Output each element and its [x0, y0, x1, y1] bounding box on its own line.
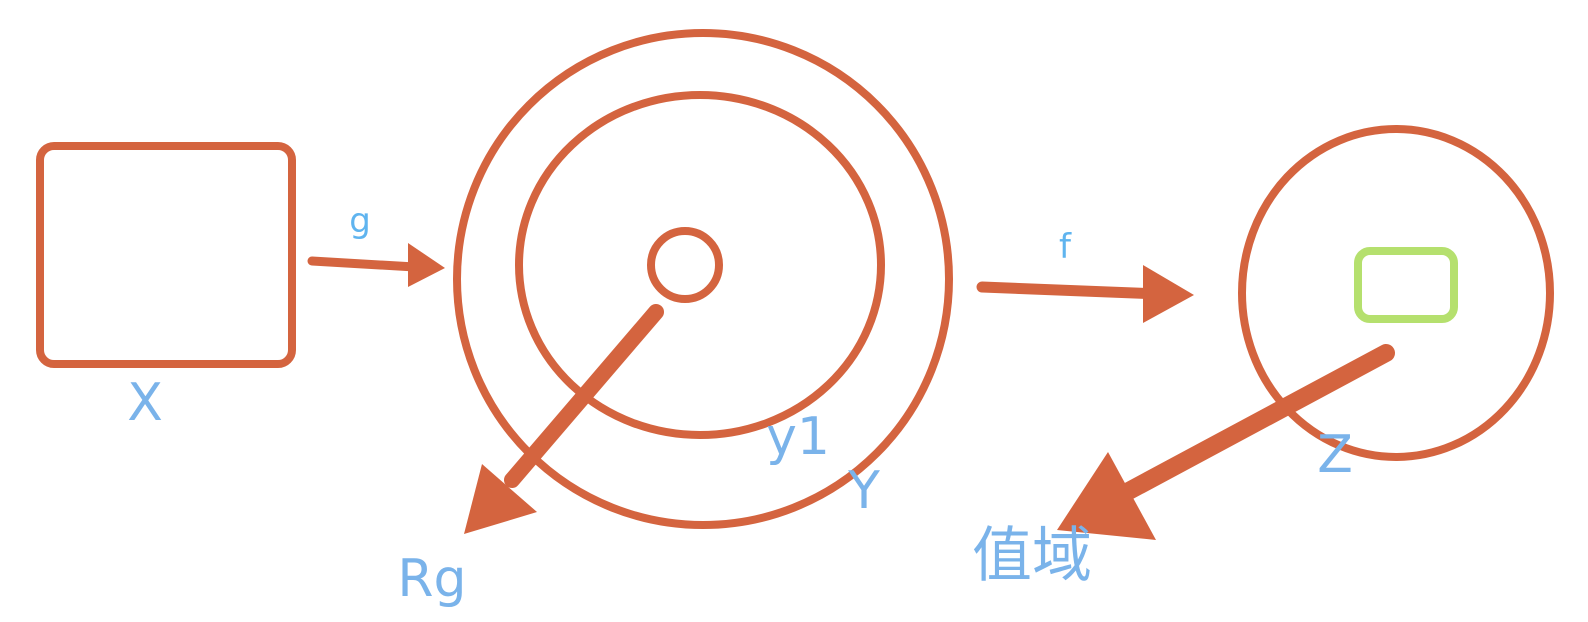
range-f-box	[1354, 247, 1458, 323]
arrow-rg-head	[464, 464, 537, 534]
set-y-circle	[453, 29, 953, 529]
range-g-label: Rg	[397, 549, 466, 609]
set-x-box	[36, 142, 296, 368]
set-z-label: Z	[1317, 425, 1353, 485]
arrow-f	[976, 265, 1194, 323]
arrow-g-shaft	[307, 256, 420, 272]
subset-y1-label: y1	[766, 407, 830, 467]
set-z-circle	[1238, 125, 1554, 461]
arrow-f-head	[1143, 265, 1194, 323]
subset-y1-circle	[515, 91, 885, 439]
arrow-g-head	[408, 243, 445, 287]
arrow-range-f-head	[1057, 452, 1156, 540]
arrow-range-f-shaft	[1103, 344, 1395, 509]
set-x-label: X	[127, 373, 163, 433]
arrow-g	[307, 243, 445, 287]
arrow-rg	[464, 304, 664, 534]
arrow-f-shaft	[976, 281, 1166, 300]
arrow-range-f	[1057, 344, 1395, 540]
arrow-rg-shaft	[504, 304, 664, 488]
map-g-label: g	[349, 201, 371, 241]
range-g-circle	[647, 227, 723, 303]
range-f-label: 值域	[972, 521, 1092, 591]
set-y-label: Y	[847, 461, 880, 521]
map-f-label: f	[1059, 227, 1072, 267]
